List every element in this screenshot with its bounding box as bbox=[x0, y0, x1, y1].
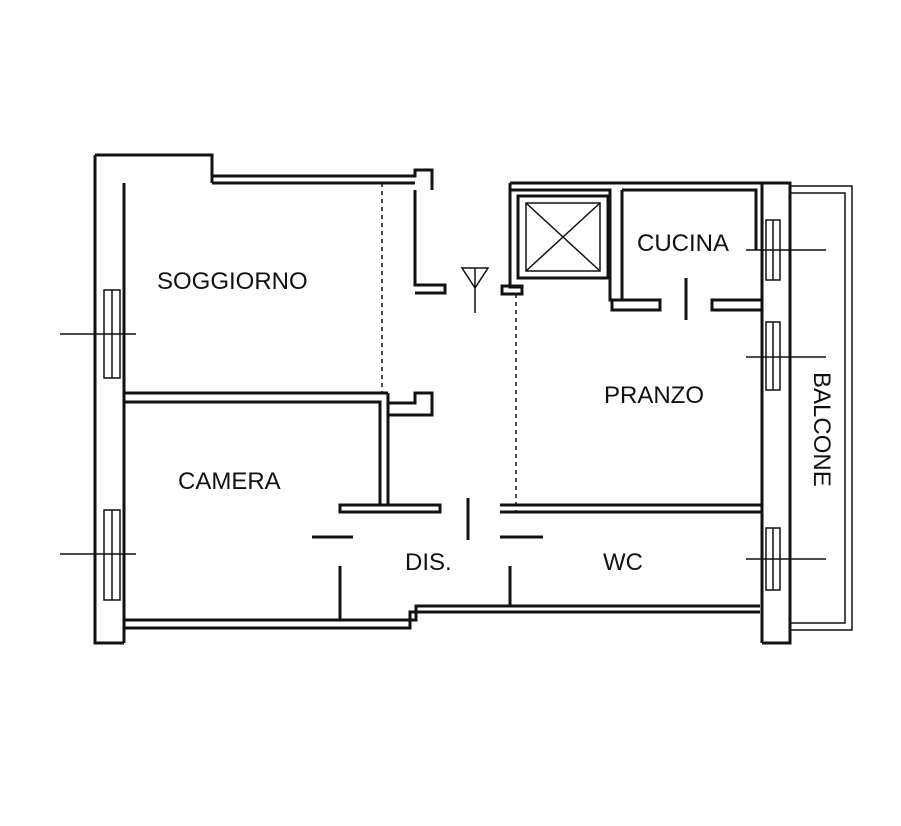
lift-shaft bbox=[516, 194, 610, 280]
outer-walls bbox=[93, 153, 792, 645]
balcony-outline bbox=[790, 185, 853, 631]
antenna-icon bbox=[460, 267, 490, 313]
room-label-pranzo: PRANZO bbox=[604, 382, 704, 409]
room-label-cucina: CUCINA bbox=[637, 230, 729, 257]
room-label-wc: WC bbox=[603, 549, 643, 576]
room-label-soggiorno: SOGGIORNO bbox=[157, 268, 308, 295]
door-leaves bbox=[466, 278, 688, 540]
windows bbox=[60, 219, 826, 601]
room-label-camera: CAMERA bbox=[178, 468, 281, 495]
dashed-openings bbox=[381, 183, 517, 512]
interior-walls bbox=[124, 188, 764, 620]
room-label-balcone: BALCONE bbox=[808, 372, 835, 487]
room-label-dis: DIS. bbox=[405, 549, 452, 576]
